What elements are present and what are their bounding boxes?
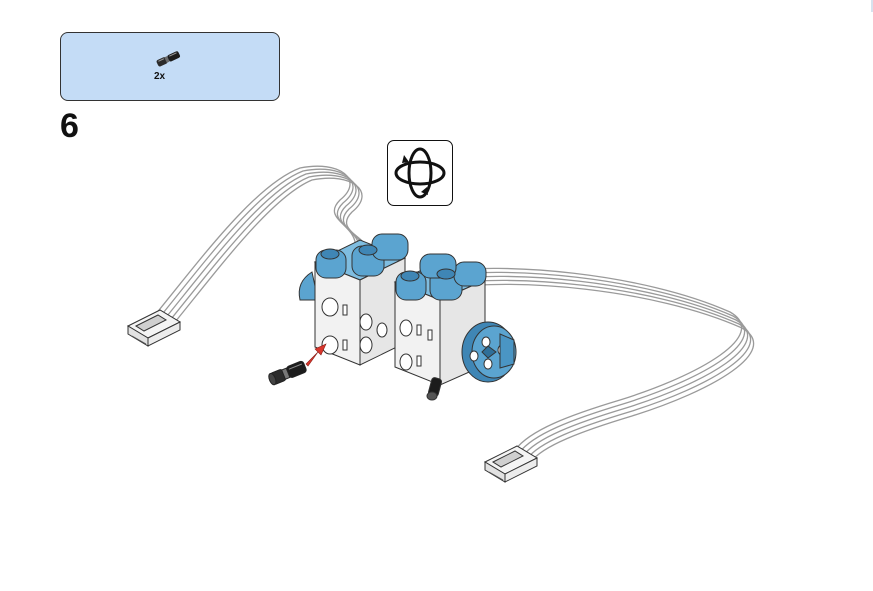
connector-peg: [268, 360, 307, 386]
parts-callout: 2x: [60, 32, 280, 101]
left-cable: [154, 165, 372, 328]
left-motor: [298, 233, 409, 366]
connector-peg-icon: [156, 51, 181, 67]
page-edge-mark: [871, 0, 873, 12]
right-cable: [439, 267, 755, 463]
part-quantity: 2x: [154, 71, 166, 82]
left-cable-plug: [126, 309, 182, 347]
rotate-model-icon: [387, 140, 453, 206]
step-number: 6: [60, 107, 79, 145]
insert-arrow: [305, 343, 327, 367]
right-motor: [393, 253, 517, 401]
right-cable-plug: [483, 445, 539, 483]
